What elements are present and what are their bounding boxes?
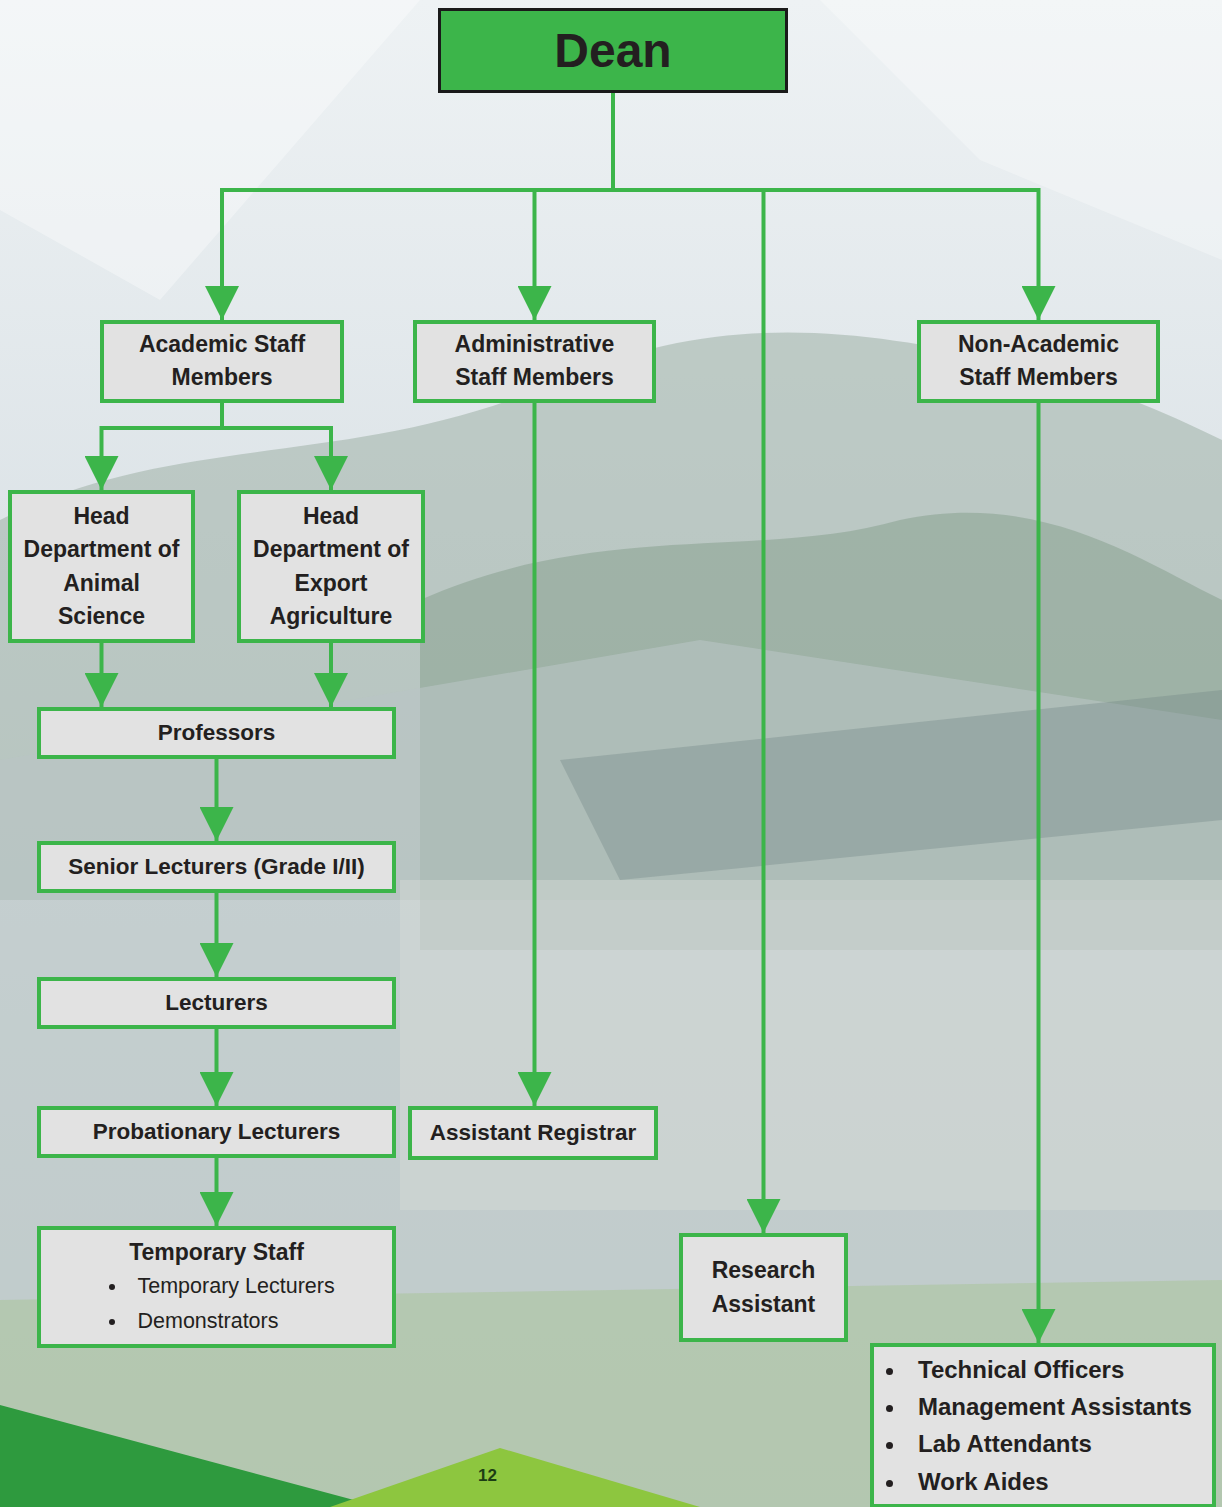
node-text: Head Department of Animal Science — [22, 500, 181, 633]
staff-list-box: Technical OfficersManagement AssistantsL… — [870, 1343, 1216, 1507]
head-box: Head Department of Animal Science — [8, 490, 195, 643]
node-text: Head Department of Export Agriculture — [251, 500, 411, 633]
roof — [560, 690, 1222, 880]
node-text: Management Assistants — [886, 1388, 1192, 1425]
facet — [0, 0, 420, 300]
rank-box: Probationary Lecturers — [37, 1106, 396, 1158]
facet — [820, 0, 1222, 260]
footer-band — [330, 1448, 700, 1507]
corner-band — [0, 1405, 380, 1507]
group-box: Administrative Staff Members — [413, 320, 656, 403]
connector-arrow — [222, 403, 331, 490]
staff-box: Temporary StaffTemporary LecturersDemons… — [37, 1226, 396, 1348]
connector-arrow — [222, 93, 613, 320]
node-text: Senior Lecturers (Grade I/II) — [68, 851, 364, 884]
top-box: Dean — [438, 8, 788, 93]
node-text: Temporary Staff — [129, 1236, 304, 1269]
connector-arrow — [215, 893, 219, 977]
connector-arrow — [215, 1029, 219, 1106]
page-number: 12 — [478, 1466, 497, 1486]
node-text: Academic Staff Members — [114, 328, 330, 395]
connector-arrow — [329, 643, 333, 707]
node-text: Demonstrators — [109, 1304, 279, 1338]
connector-arrow — [100, 643, 104, 707]
connector-arrow — [215, 1158, 219, 1226]
node-text: Work Aides — [886, 1463, 1049, 1500]
rank-box: Lecturers — [37, 977, 396, 1029]
connector-arrow — [613, 93, 764, 1233]
node-text: Research Assistant — [693, 1254, 834, 1321]
connector-arrow — [613, 93, 1039, 320]
node-text: Lab Attendants — [886, 1425, 1092, 1462]
node-text: Probationary Lecturers — [93, 1116, 341, 1149]
facade — [400, 880, 1222, 1210]
head-box: Head Department of Export Agriculture — [237, 490, 425, 643]
node-text: Lecturers — [165, 987, 268, 1020]
rank-box: Senior Lecturers (Grade I/II) — [37, 841, 396, 893]
node-text: Temporary Lecturers — [109, 1269, 335, 1303]
group-box: Non-Academic Staff Members — [917, 320, 1160, 403]
group-box: Academic Staff Members — [100, 320, 344, 403]
connector-arrow — [533, 403, 537, 1106]
role-box: Research Assistant — [679, 1233, 848, 1342]
connector-arrow — [102, 403, 223, 490]
connector-arrow — [1037, 403, 1041, 1343]
node-text: Non-Academic Staff Members — [931, 328, 1146, 395]
node-text: Administrative Staff Members — [427, 328, 642, 395]
node-text: Dean — [554, 23, 671, 78]
node-text: Assistant Registrar — [430, 1117, 636, 1150]
node-text: Technical Officers — [886, 1351, 1124, 1388]
node-text: Professors — [158, 717, 276, 750]
connector-arrow — [535, 93, 614, 320]
rank-box: Assistant Registrar — [408, 1106, 658, 1160]
connector-arrow — [215, 759, 219, 841]
rank-box: Professors — [37, 707, 396, 759]
